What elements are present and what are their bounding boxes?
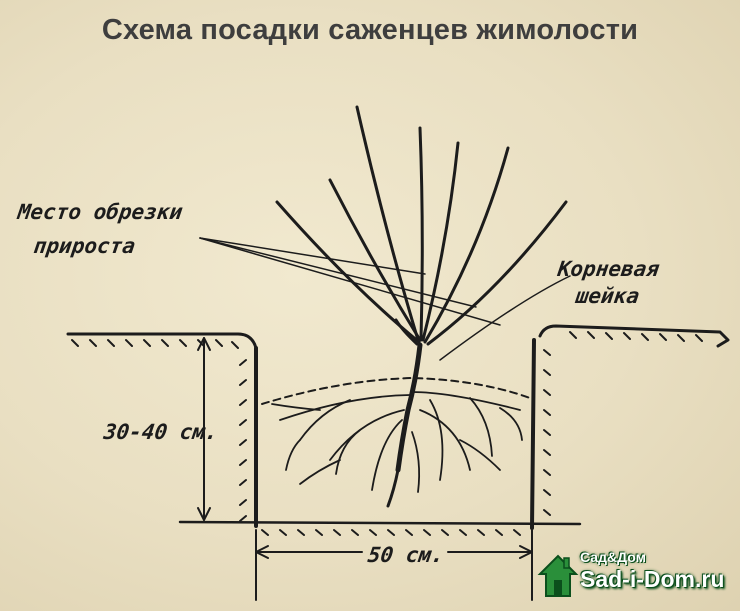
- cut-pointer-lines: [199, 237, 501, 326]
- soil-surface-right: [538, 324, 730, 348]
- pit-bottom: [178, 520, 582, 526]
- pit-wall-right: [530, 338, 536, 530]
- root-neck-label-line1: Корневая: [556, 257, 661, 281]
- page-title: Схема посадки саженцев жимолости: [101, 14, 639, 46]
- cut-location-label-line1: Место обрезки: [16, 200, 185, 224]
- cut-location-label-line2: прироста: [32, 234, 137, 258]
- soil-level-dashed-line: [261, 377, 531, 405]
- root-neck-label-line2: шейка: [574, 284, 641, 308]
- site-logo[interactable]: Сад&Дом Sad-i-Dom.ru: [536, 546, 736, 602]
- width-label: 50 см.: [366, 543, 446, 567]
- root-neck-pointer-line: [439, 275, 571, 361]
- depth-label: 30-40 см.: [102, 420, 220, 444]
- seedling-branches: [275, 105, 568, 346]
- roots: [271, 391, 523, 493]
- logo-big-text: Sad-i-Dom.ru: [580, 566, 725, 592]
- house-icon: [537, 554, 579, 597]
- logo-small-text: Сад&Дом: [580, 549, 646, 565]
- seedling-trunk: [395, 342, 423, 473]
- soil-surface-left: [66, 332, 258, 350]
